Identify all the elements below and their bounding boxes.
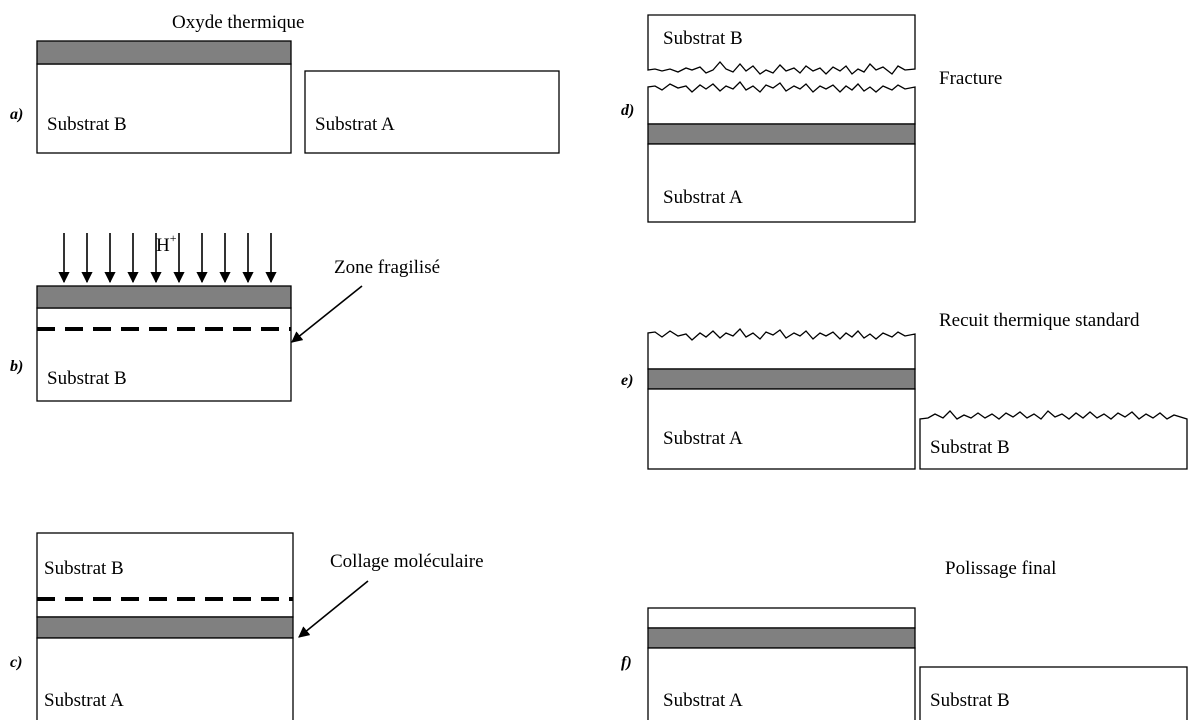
substrate-a-body: [647, 647, 916, 720]
fracture-label: Fracture: [939, 68, 1002, 89]
substrate-b-label: Substrat B: [47, 368, 127, 389]
substrate-b-label: Substrat B: [930, 437, 1010, 458]
step-c: c) Substrat B Substrat A Collage molécul…: [10, 532, 484, 720]
substrate-a-body: [36, 637, 294, 720]
oxide-layer: [647, 627, 916, 649]
substrate-a-rough-top: [647, 328, 916, 370]
step-label-f: f): [621, 654, 632, 671]
substrate-b-label: Substrat B: [47, 114, 127, 135]
substrate-b-body: [36, 63, 292, 154]
substrate-a-body: [304, 70, 560, 154]
substrate-b-body: [36, 532, 294, 618]
substrate-a-body: [647, 143, 916, 223]
oxide-layer: [36, 285, 292, 309]
weakened-zone-label: Zone fragilisé: [334, 257, 440, 278]
substrate-b-label: Substrat B: [930, 690, 1010, 711]
anneal-label: Recuit thermique standard: [939, 310, 1140, 331]
bonding-label: Collage moléculaire: [330, 551, 484, 572]
substrate-a-rough-top: [647, 81, 916, 125]
oxide-layer: [647, 123, 916, 145]
oxide-layer: [647, 368, 916, 390]
polish-label: Polissage final: [945, 558, 1056, 579]
step-label-b: b): [10, 358, 23, 375]
step-d: d) Substrat B Substrat A Fracture: [621, 14, 1002, 223]
step-e: e) Recuit thermique standard Substrat A …: [621, 310, 1188, 470]
substrate-a-label: Substrat A: [663, 187, 743, 208]
substrate-b-body: [919, 666, 1188, 720]
oxide-label: Oxyde thermique: [172, 12, 304, 33]
substrate-a-label: Substrat A: [44, 690, 124, 711]
step-label-c: c): [10, 654, 22, 671]
oxide-layer: [36, 616, 294, 639]
bonding-pointer: [298, 580, 369, 638]
substrate-b-fragment: [647, 14, 916, 75]
implant-arrows: [58, 233, 277, 284]
step-f: f) Polissage final Substrat A Substrat B: [621, 558, 1188, 720]
oxide-layer: [36, 40, 292, 65]
substrate-b-residual: [919, 410, 1188, 470]
step-a: a) Oxyde thermique Substrat B Substrat A: [10, 12, 560, 154]
substrate-a-label: Substrat A: [663, 690, 743, 711]
step-b: b) H+ Substrat B Zone fragilisé: [10, 231, 440, 402]
substrate-b-label: Substrat B: [44, 558, 124, 579]
step-label-d: d): [621, 102, 634, 119]
substrate-a-label: Substrat A: [315, 114, 395, 135]
step-label-a: a): [10, 106, 23, 123]
substrate-a-body: [647, 388, 916, 470]
substrate-b-label: Substrat B: [663, 28, 743, 49]
substrate-a-label: Substrat A: [663, 428, 743, 449]
weakened-zone-pointer: [291, 285, 363, 343]
implant-label: H+: [156, 231, 177, 256]
step-label-e: e): [621, 372, 633, 389]
thin-top-layer: [647, 607, 916, 629]
